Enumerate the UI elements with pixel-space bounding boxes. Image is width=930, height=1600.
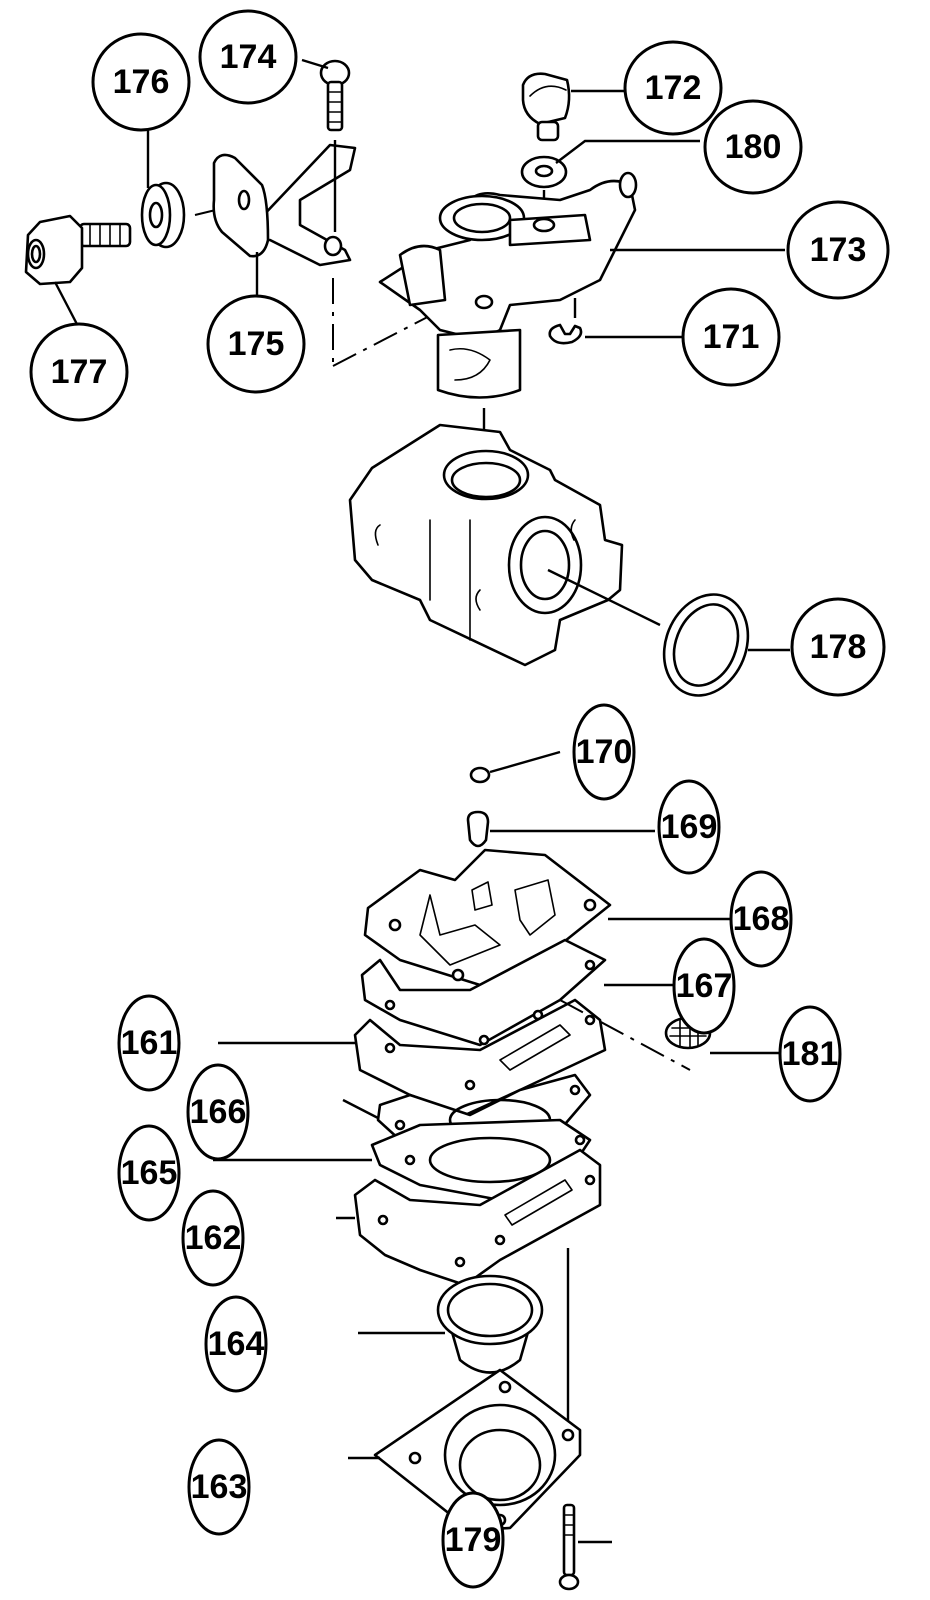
callout-label: 164: [208, 1325, 265, 1363]
callout-label: 172: [645, 69, 702, 107]
part-174-screw: [319, 59, 351, 132]
callout-label: 169: [661, 808, 718, 846]
callout-175[interactable]: 175: [206, 294, 306, 394]
callout-label: 180: [725, 128, 782, 166]
callout-172[interactable]: 172: [623, 40, 723, 136]
part-180-washer: [520, 155, 568, 189]
part-172-adjust-screw: [521, 72, 571, 142]
callout-165[interactable]: 165: [117, 1124, 181, 1222]
part-carburetor-body: [348, 423, 624, 667]
callout-label: 179: [445, 1521, 502, 1559]
callout-162[interactable]: 162: [181, 1189, 245, 1287]
callout-label: 170: [576, 733, 633, 771]
callout-168[interactable]: 168: [729, 870, 793, 968]
callout-label: 173: [810, 231, 867, 269]
callout-label: 167: [676, 967, 733, 1005]
part-170-small-washer: [469, 766, 491, 784]
callout-174[interactable]: 174: [198, 9, 298, 105]
callout-180[interactable]: 180: [703, 99, 803, 195]
callout-181[interactable]: 181: [778, 1005, 842, 1103]
callout-163[interactable]: 163: [187, 1438, 251, 1536]
callout-label: 181: [782, 1035, 839, 1073]
callout-label: 163: [191, 1468, 248, 1506]
callout-171[interactable]: 171: [681, 287, 781, 387]
callout-label: 178: [810, 628, 867, 666]
part-173-throttle-body: [378, 171, 638, 399]
callout-178[interactable]: 178: [790, 597, 886, 697]
callout-label: 177: [51, 353, 108, 391]
part-178-seal-ring: [662, 593, 750, 697]
callout-166[interactable]: 166: [186, 1063, 250, 1161]
leader-lines: [53, 58, 790, 1544]
callout-161[interactable]: 161: [117, 994, 181, 1092]
part-171-e-clip: [548, 323, 583, 345]
callout-label: 166: [190, 1093, 247, 1131]
callout-label: 161: [121, 1024, 178, 1062]
callout-label: 165: [121, 1154, 178, 1192]
callout-label: 175: [228, 325, 285, 363]
callout-170[interactable]: 170: [572, 703, 636, 801]
part-177-hex-bolt: [24, 214, 132, 286]
part-162-cover-body: [353, 1148, 602, 1287]
callout-177[interactable]: 177: [29, 322, 129, 422]
callout-173[interactable]: 173: [786, 200, 890, 300]
part-176-nut: [140, 181, 186, 249]
callout-label: 174: [220, 38, 277, 76]
callout-label: 176: [113, 63, 170, 101]
part-164-cup-diaphragm: [436, 1274, 544, 1374]
callout-label: 171: [703, 318, 760, 356]
part-179-screw: [558, 1503, 580, 1591]
callout-label: 162: [185, 1219, 242, 1257]
callout-179[interactable]: 179: [441, 1491, 505, 1589]
callout-label: 168: [733, 900, 790, 938]
callout-169[interactable]: 169: [657, 779, 721, 875]
callout-176[interactable]: 176: [91, 32, 191, 132]
callout-167[interactable]: 167: [672, 937, 736, 1035]
part-168-gasket: [363, 848, 612, 987]
part-175-bracket: [212, 143, 357, 267]
part-169-needle-valve: [466, 810, 490, 848]
callout-164[interactable]: 164: [204, 1295, 268, 1393]
